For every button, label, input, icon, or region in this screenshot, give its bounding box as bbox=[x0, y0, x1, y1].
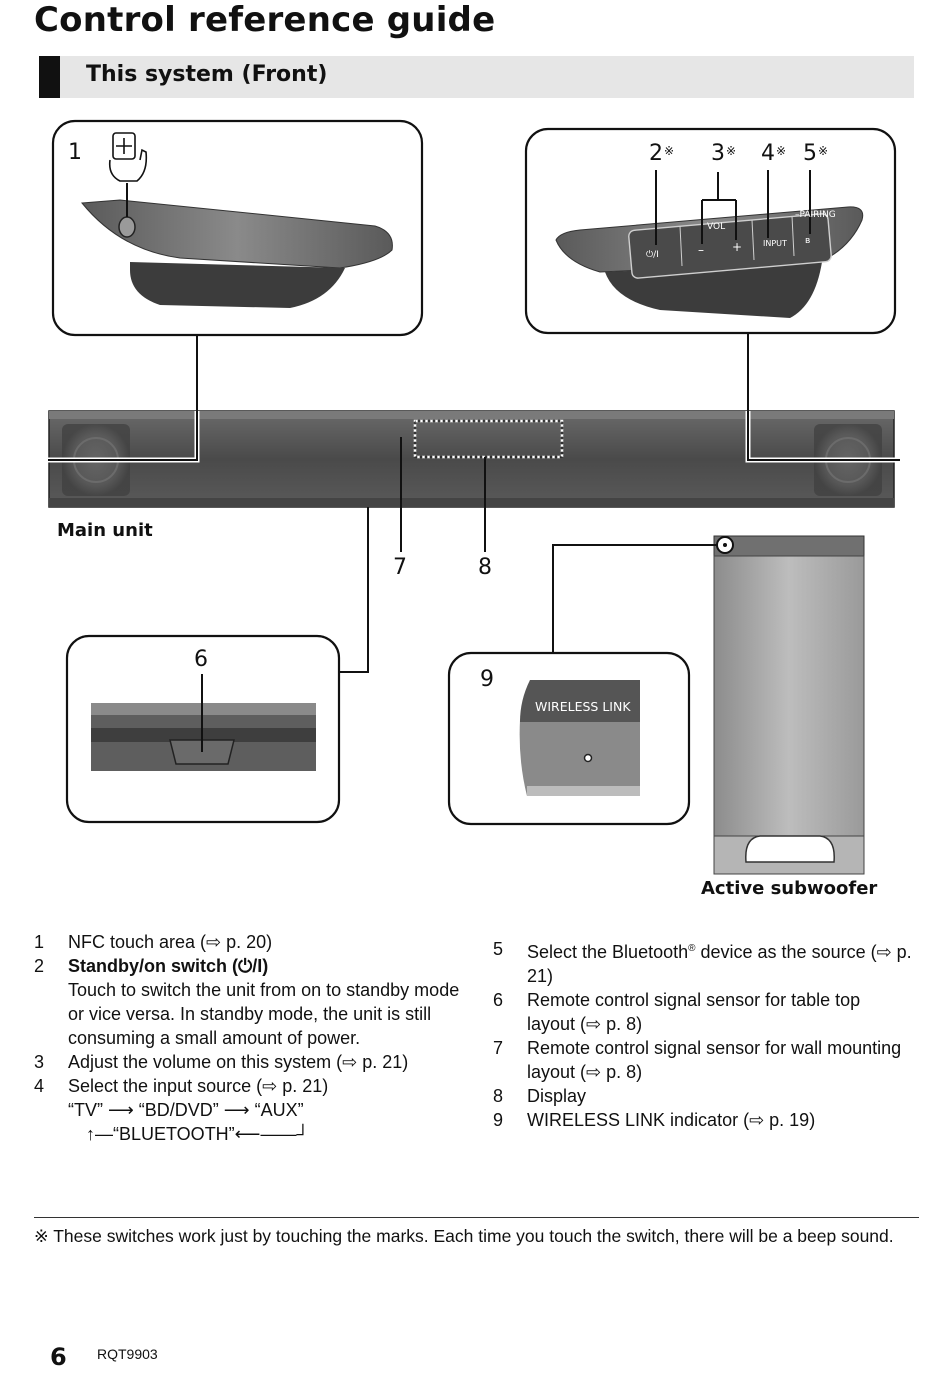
power-icon: ⏻/I bbox=[646, 250, 659, 260]
vol-minus-label: – bbox=[698, 243, 704, 257]
section-marker bbox=[39, 56, 60, 98]
vol-label: VOL bbox=[707, 222, 726, 232]
page-title: Control reference guide bbox=[34, 0, 496, 40]
sensor-callout-box bbox=[65, 634, 341, 824]
callout-9: 9 bbox=[480, 667, 494, 692]
pairing-label: –PAIRING bbox=[795, 210, 836, 220]
section-title: This system (Front) bbox=[86, 62, 328, 87]
list-item: 5 Select the Bluetooth® device as the so… bbox=[493, 939, 912, 986]
vol-plus-label: + bbox=[732, 240, 743, 254]
control-list-left: 1 NFC touch area (⇨ p. 20) 2 Standby/on … bbox=[34, 930, 464, 1098]
list-item: 4 Select the input source (⇨ p. 21) bbox=[34, 1076, 329, 1096]
document-code: RQT9903 bbox=[97, 1346, 158, 1362]
wireless-link-callout-box bbox=[447, 651, 691, 826]
list-item: 3 Adjust the volume on this system (⇨ p.… bbox=[34, 1052, 409, 1072]
footnote-divider bbox=[34, 1217, 919, 1218]
list-item: 8 Display bbox=[493, 1086, 587, 1106]
section-header: This system (Front) bbox=[39, 56, 914, 98]
list-item: 1 NFC touch area (⇨ p. 20) bbox=[34, 932, 273, 952]
nfc-callout-box bbox=[51, 119, 424, 337]
subwoofer-label: Active subwoofer bbox=[701, 878, 878, 899]
callout-5: 5※ bbox=[803, 141, 829, 166]
wireless-link-label: WIRELESS LINK bbox=[535, 699, 631, 714]
callout-6: 6 bbox=[194, 647, 208, 672]
nfc-touch-icon bbox=[108, 132, 148, 182]
input-cycle-line1: “TV” ⟶ “BD/DVD” ⟶ “AUX” bbox=[68, 1100, 304, 1120]
front-panel-diagram bbox=[48, 119, 900, 875]
footnote: ※ These switches work just by touching t… bbox=[34, 1226, 894, 1246]
main-unit-label: Main unit bbox=[57, 520, 153, 541]
top-controls-callout-box bbox=[524, 127, 897, 335]
list-item: 9 WIRELESS LINK indicator (⇨ p. 19) bbox=[493, 1110, 816, 1130]
list-item: 7 Remote control signal sensor for wall … bbox=[493, 1038, 902, 1082]
list-item-title: Standby/on switch (⏻/I) bbox=[68, 956, 269, 976]
callout-2: 2※ bbox=[649, 141, 675, 166]
callout-1: 1 bbox=[68, 140, 82, 165]
callout-4: 4※ bbox=[761, 141, 787, 166]
callout-8: 8 bbox=[478, 555, 492, 580]
input-cycle-line2: ↑—“BLUETOOTH”⟵——┘ bbox=[86, 1124, 310, 1144]
active-subwoofer bbox=[713, 535, 865, 875]
list-item: 2 Standby/on switch (⏻/I) Touch to switc… bbox=[34, 956, 460, 1048]
control-list-right: 5 Select the Bluetooth® device as the so… bbox=[493, 937, 913, 1132]
callout-3: 3※ bbox=[711, 141, 737, 166]
bluetooth-icon: ʙ bbox=[805, 236, 811, 246]
page-number: 6 bbox=[50, 1343, 67, 1371]
input-label: INPUT bbox=[763, 239, 787, 248]
list-item: 6 Remote control signal sensor for table… bbox=[493, 990, 861, 1034]
callout-7: 7 bbox=[393, 555, 407, 580]
